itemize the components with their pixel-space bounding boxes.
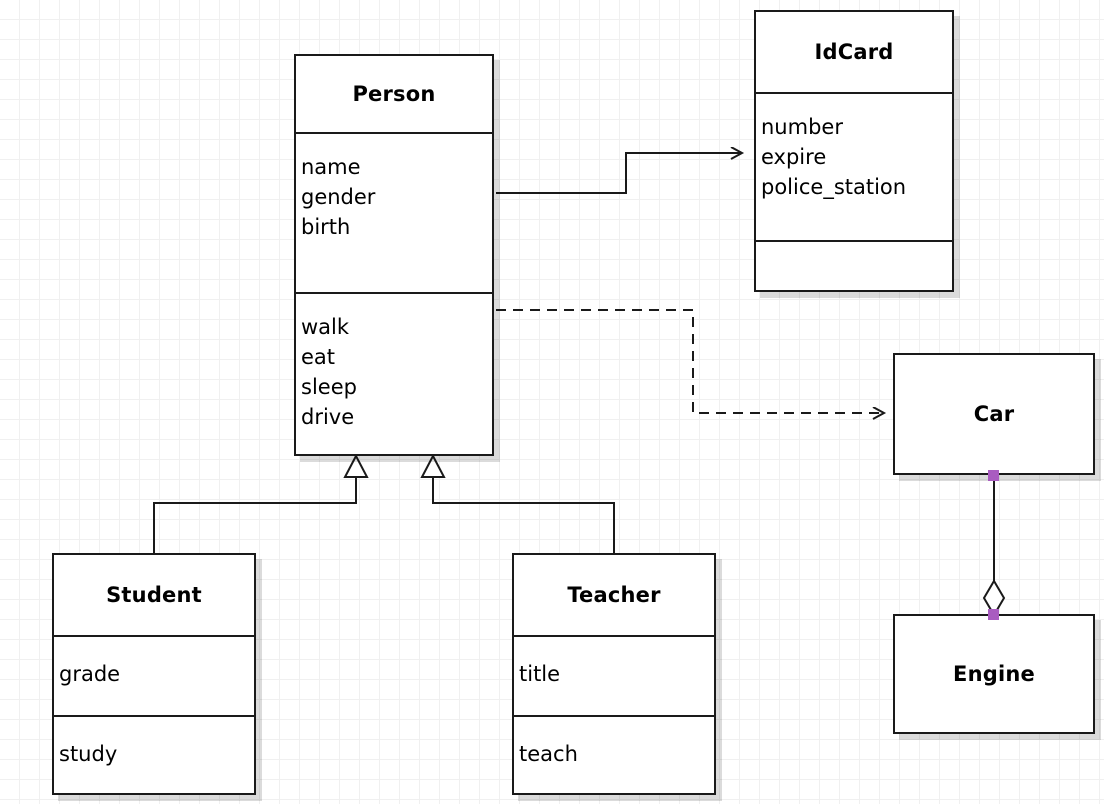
class-title-car: Car [895, 355, 1093, 473]
attribute-item: expire [761, 145, 827, 169]
attribute-item: police_station [761, 175, 907, 199]
class-title-idcard: IdCard [756, 12, 952, 92]
attribute-item: gender [301, 185, 376, 209]
operation-item: walk [301, 315, 350, 339]
class-box-idcard[interactable]: IdCard number expire police_station [754, 10, 954, 292]
edge-student-person[interactable] [153, 453, 369, 553]
class-operations-student: study [54, 715, 254, 795]
operation-item: drive [301, 405, 355, 429]
edge-person-car[interactable] [496, 309, 884, 413]
operation-item: study [59, 742, 118, 766]
class-box-engine[interactable]: Engine [893, 614, 1095, 734]
class-title-engine: Engine [895, 616, 1093, 732]
class-operations-idcard [756, 240, 952, 290]
class-title-teacher: Teacher [514, 555, 714, 635]
class-box-car[interactable]: Car [893, 353, 1095, 475]
class-operations-person: walk eat sleep drive [296, 292, 492, 454]
attribute-item: grade [59, 662, 121, 686]
class-name-person: Person [352, 82, 436, 106]
attribute-item: birth [301, 215, 351, 239]
operation-item: eat [301, 345, 336, 369]
class-name-engine: Engine [953, 662, 1035, 686]
class-name-idcard: IdCard [814, 40, 894, 64]
attribute-item: title [519, 662, 561, 686]
class-box-person[interactable]: Person name gender birth walk eat sleep … [294, 54, 494, 456]
class-name-student: Student [106, 583, 202, 607]
edge-handle-engine-end[interactable] [988, 609, 999, 620]
edge-teacher-person[interactable] [420, 453, 615, 553]
edge-person-idcard[interactable] [496, 153, 742, 194]
class-operations-teacher: teach [514, 715, 714, 795]
class-attributes-student: grade [54, 635, 254, 715]
class-box-teacher[interactable]: Teacher title teach [512, 553, 716, 795]
class-box-student[interactable]: Student grade study [52, 553, 256, 795]
class-attributes-person: name gender birth [296, 132, 492, 292]
class-title-person: Person [296, 56, 492, 132]
edge-car-engine[interactable] [982, 476, 1006, 617]
class-name-teacher: Teacher [567, 583, 661, 607]
operation-item: sleep [301, 375, 357, 399]
class-attributes-idcard: number expire police_station [756, 92, 952, 240]
operation-item: teach [519, 742, 578, 766]
class-name-car: Car [973, 402, 1015, 426]
attribute-item: number [761, 115, 843, 139]
class-attributes-teacher: title [514, 635, 714, 715]
class-title-student: Student [54, 555, 254, 635]
attribute-item: name [301, 155, 361, 179]
edge-handle-car-end[interactable] [988, 470, 999, 481]
